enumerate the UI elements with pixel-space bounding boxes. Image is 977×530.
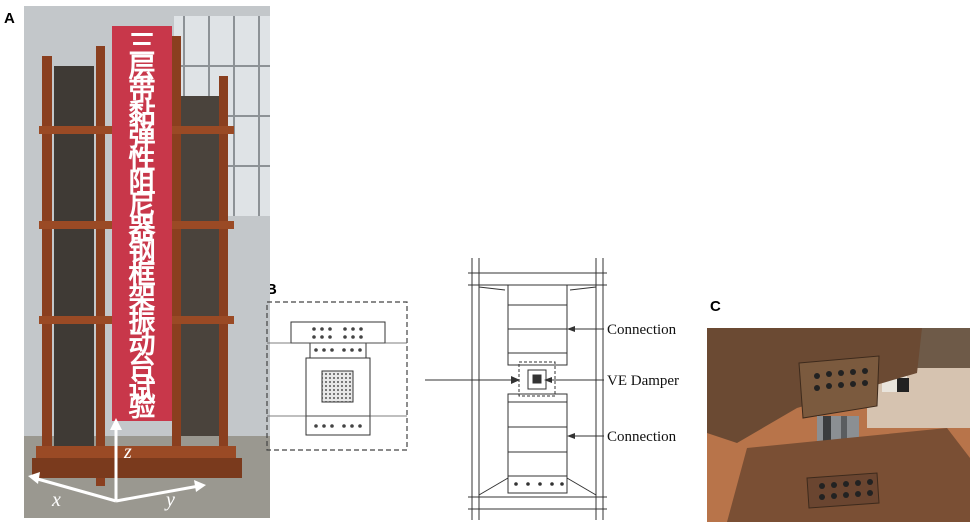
panel-label-a: A	[4, 10, 15, 27]
photo-steel-frame: 三 层 带 黏 弹 性 阻 尼 器 钢 框 架 振 动 台 试 验	[24, 6, 270, 518]
coordinate-axes	[33, 426, 200, 503]
banner-char: 尼	[129, 191, 156, 222]
banner-char: 振	[129, 306, 156, 337]
frame-elevation	[468, 258, 607, 520]
banner-char: 框	[129, 260, 156, 291]
banner-char: 架	[129, 283, 156, 314]
photo-damper-illustration	[707, 328, 970, 522]
banner-char: 性	[129, 145, 156, 176]
label-connection-top: Connection	[607, 322, 677, 338]
banner-char: 带	[129, 76, 156, 107]
banner-char: 阻	[129, 168, 156, 199]
axis-z-label: z	[123, 441, 132, 463]
axis-x-label: x	[51, 489, 61, 511]
label-connection-bottom: Connection	[607, 429, 677, 445]
banner-char: 层	[129, 53, 156, 84]
banner-text: 三 层 带 黏 弹 性 阻 尼 器 钢 框 架 振 动 台 试 验	[128, 30, 157, 423]
banner-char: 动	[129, 329, 156, 360]
axis-y-label: y	[164, 489, 175, 511]
panel-label-b: B	[266, 281, 277, 298]
label-ve-damper: VE Damper	[607, 373, 679, 389]
panel-label-c: C	[710, 298, 721, 315]
banner-char: 弹	[129, 122, 156, 153]
photo-steel-frame-illustration: 三 层 带 黏 弹 性 阻 尼 器 钢 框 架 振 动 台 试 验	[24, 6, 270, 518]
damper-detail-view	[266, 301, 408, 451]
banner-char: 器	[128, 214, 157, 245]
banner-char: 钢	[129, 237, 156, 268]
banner-char: 台	[129, 351, 156, 383]
banner-char: 试	[129, 375, 156, 406]
photo-damper-closeup	[707, 328, 970, 522]
banner-char: 验	[129, 391, 156, 423]
banner-char: 黏	[129, 99, 156, 130]
banner-char: 三	[129, 30, 156, 61]
